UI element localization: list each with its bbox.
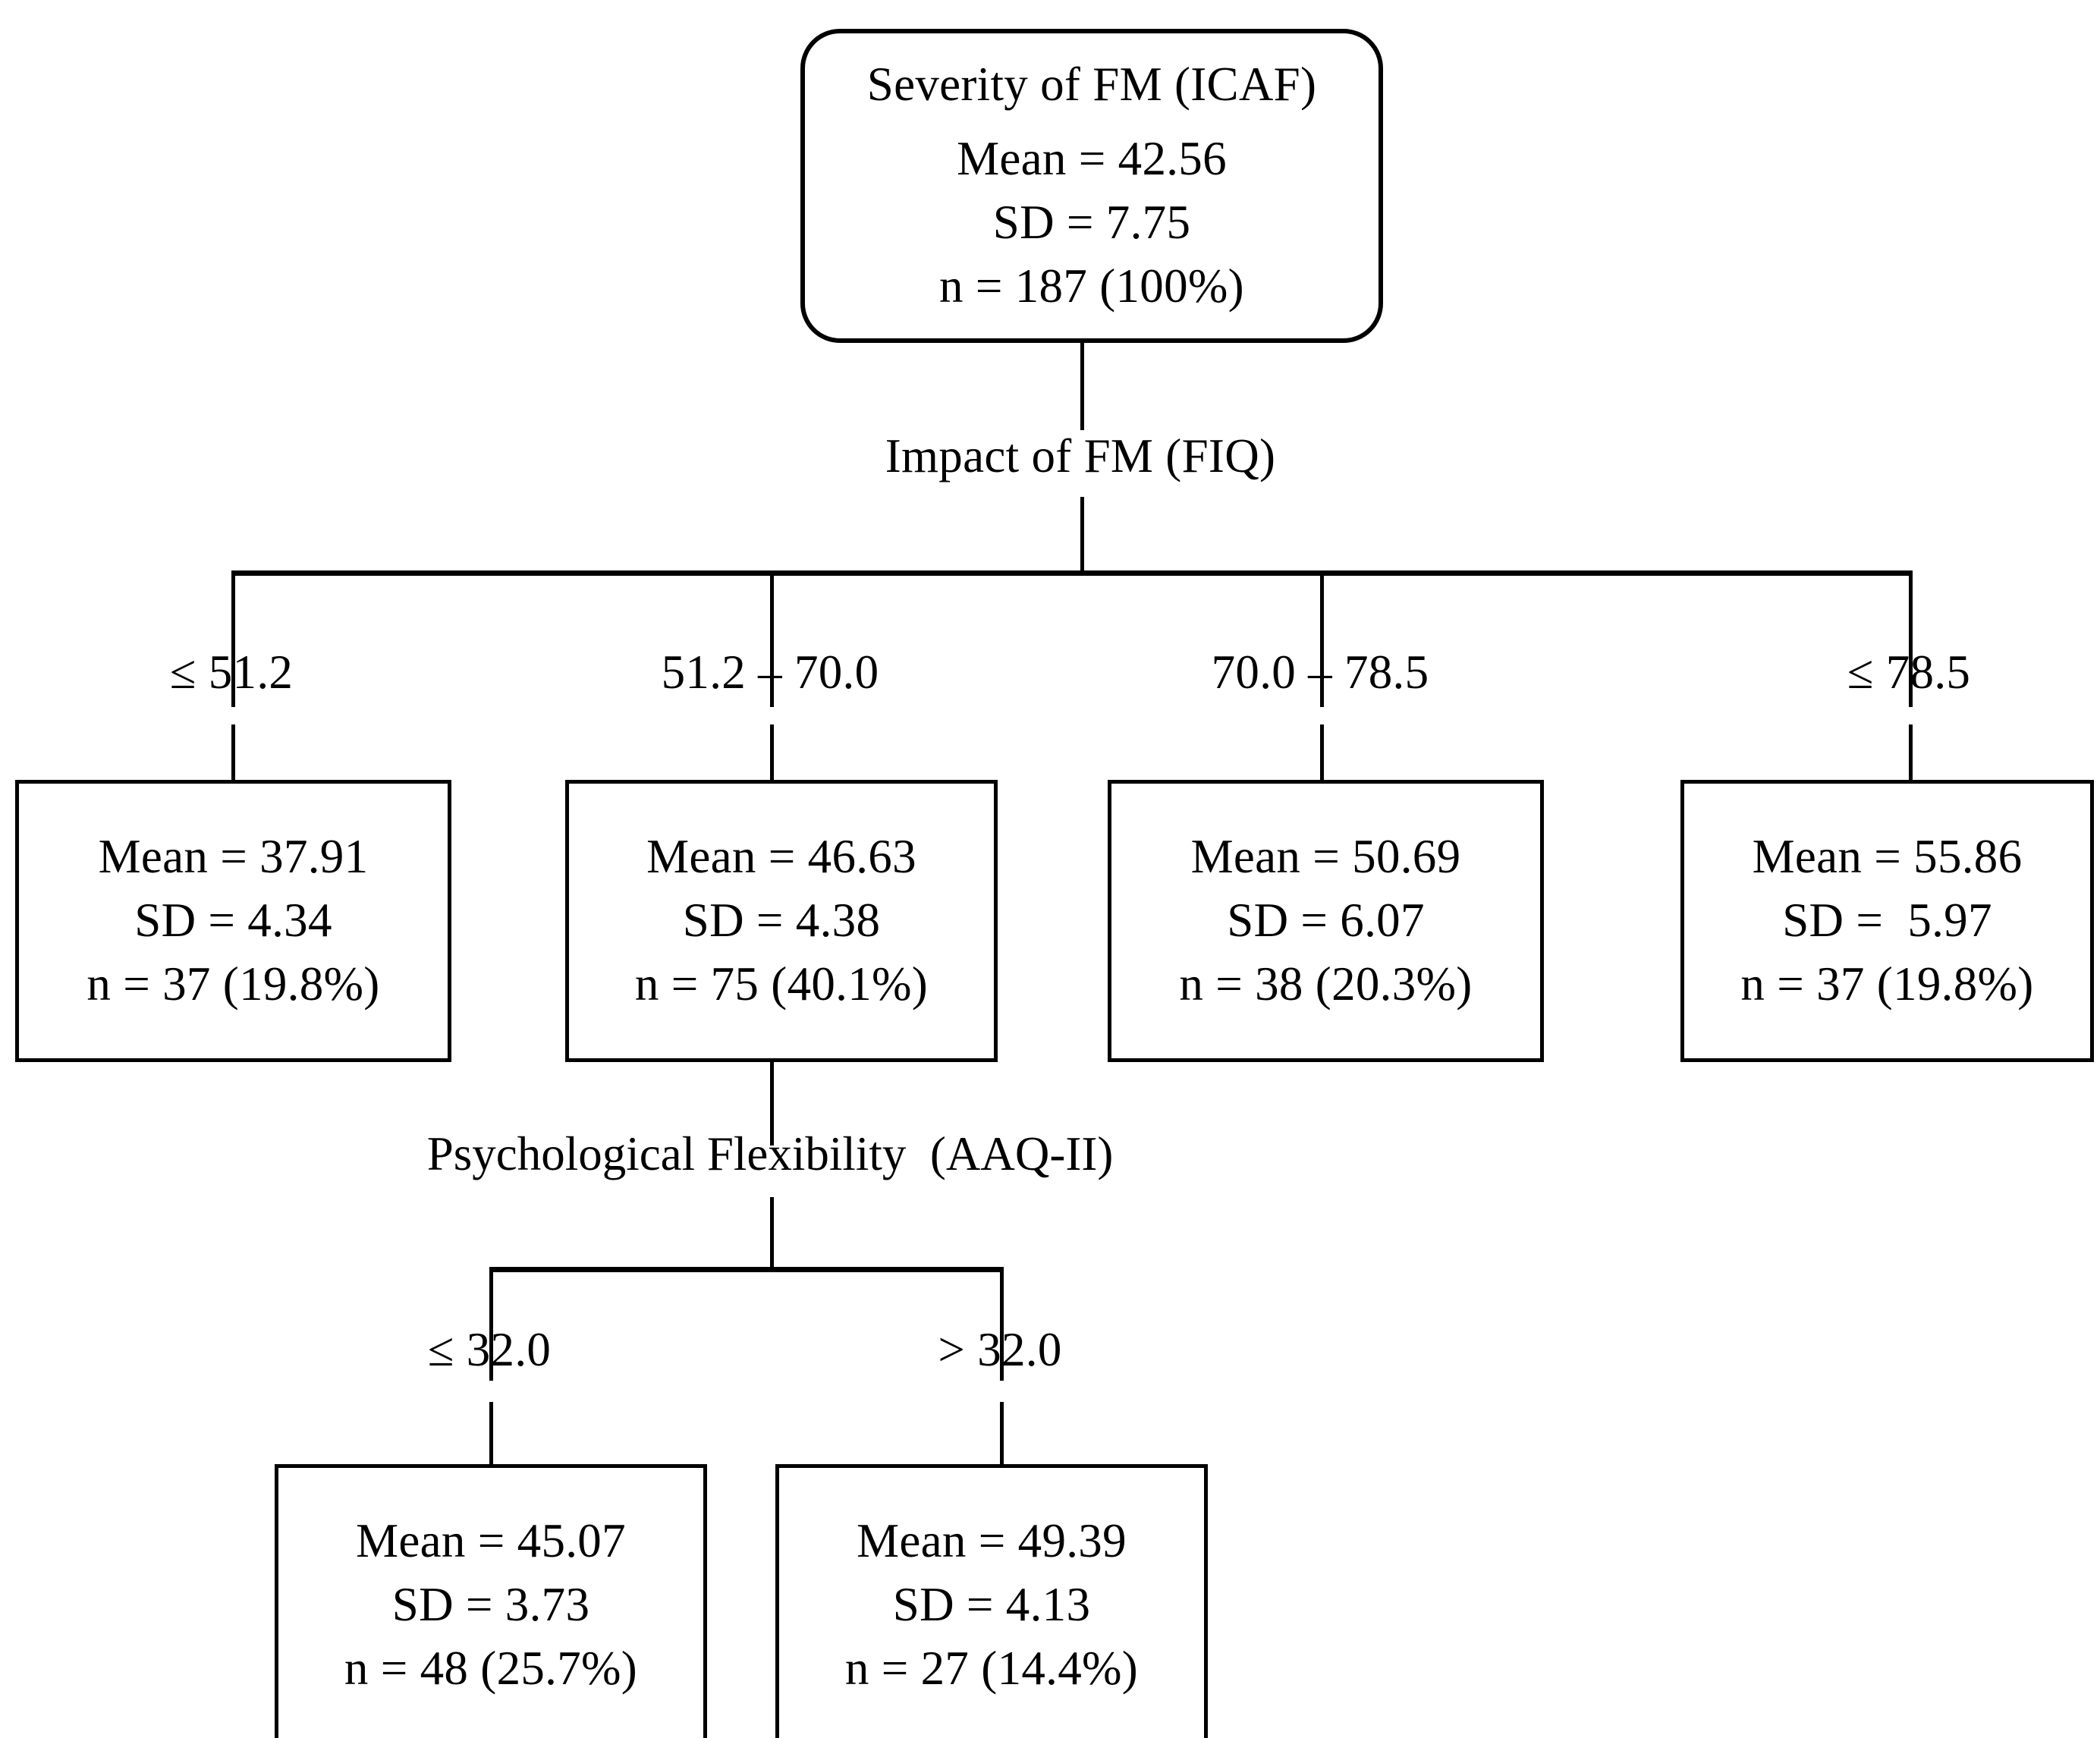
connector-fiq-stem [1080,497,1084,575]
connector-fiq-stub-1 [231,724,235,784]
root-node: Severity of FM (ICAF) Mean = 42.56 SD = … [800,29,1383,343]
root-node-mean: Mean = 42.56 [957,132,1227,186]
node-aaq-2-sd: SD = 4.13 [892,1578,1091,1632]
split-label-aaq: Psychological Flexibility (AAQ-II) [426,1127,1114,1180]
branch-label-fiq-1: ≤ 51.2 [169,646,294,699]
branch-label-aaq-1: ≤ 32.0 [427,1323,552,1376]
branch-label-fiq-2: 51.2 – 70.0 [661,646,879,699]
connector-fiq-bar [231,570,1913,576]
connector-fiq-drop-2 [770,570,774,707]
connector-aaq-stem-bottom [770,1197,774,1269]
connector-fiq-stub-2 [770,724,774,784]
node-fiq-2-mean: Mean = 46.63 [646,830,916,884]
node-fiq-4-sd: SD = 5.97 [1782,894,1992,948]
connector-fiq-drop-1 [231,570,235,707]
node-fiq-3-sd: SD = 6.07 [1227,894,1425,948]
node-aaq-2-mean: Mean = 49.39 [857,1514,1127,1568]
node-aaq-2: Mean = 49.39 SD = 4.13 n = 27 (14.4%) [775,1464,1208,1738]
root-node-n: n = 187 (100%) [939,259,1244,313]
node-fiq-2-sd: SD = 4.38 [682,894,881,948]
split-label-fiq: Impact of FM (FIQ) [885,429,1276,482]
node-fiq-3: Mean = 50.69 SD = 6.07 n = 38 (20.3%) [1108,780,1544,1062]
connector-fiq-stub-4 [1909,724,1913,784]
node-aaq-1-mean: Mean = 45.07 [356,1514,626,1568]
node-aaq-1-sd: SD = 3.73 [391,1578,590,1632]
branch-label-aaq-2: > 32.0 [938,1323,1062,1376]
connector-fiq-drop-4 [1909,570,1913,707]
node-fiq-1: Mean = 37.91 SD = 4.34 n = 37 (19.8%) [15,780,451,1062]
connector-root-stem [1080,343,1084,430]
branch-label-fiq-4: ≤ 78.5 [1847,646,1971,699]
root-node-heading: Severity of FM (ICAF) [866,58,1317,112]
connector-fiq-drop-3 [1320,570,1324,707]
node-aaq-2-n: n = 27 (14.4%) [844,1641,1139,1695]
node-fiq-4-n: n = 37 (19.8%) [1740,957,2034,1010]
node-fiq-2-n: n = 75 (40.1%) [634,957,929,1010]
node-fiq-4-mean: Mean = 55.86 [1752,830,2023,884]
node-fiq-4: Mean = 55.86 SD = 5.97 n = 37 (19.8%) [1680,780,2094,1062]
node-fiq-1-sd: SD = 4.34 [134,894,332,948]
connector-aaq-stub-2 [1000,1402,1004,1466]
connector-aaq-stem-top [770,1062,774,1146]
connector-aaq-drop-2 [1000,1267,1004,1381]
connector-aaq-stub-1 [489,1402,493,1466]
root-node-sd: SD = 7.75 [992,196,1191,249]
node-aaq-1-n: n = 48 (25.7%) [344,1641,638,1695]
branch-label-fiq-3: 70.0 – 78.5 [1211,646,1429,699]
node-fiq-3-n: n = 38 (20.3%) [1179,957,1473,1010]
node-fiq-3-mean: Mean = 50.69 [1190,830,1461,884]
connector-fiq-stub-3 [1320,724,1324,784]
connector-aaq-bar [489,1267,1004,1272]
connector-aaq-drop-1 [489,1267,493,1381]
node-fiq-1-mean: Mean = 37.91 [98,830,369,884]
node-aaq-1: Mean = 45.07 SD = 3.73 n = 48 (25.7%) [275,1464,707,1738]
node-fiq-2: Mean = 46.63 SD = 4.38 n = 75 (40.1%) [565,780,998,1062]
node-fiq-1-n: n = 37 (19.8%) [86,957,380,1010]
